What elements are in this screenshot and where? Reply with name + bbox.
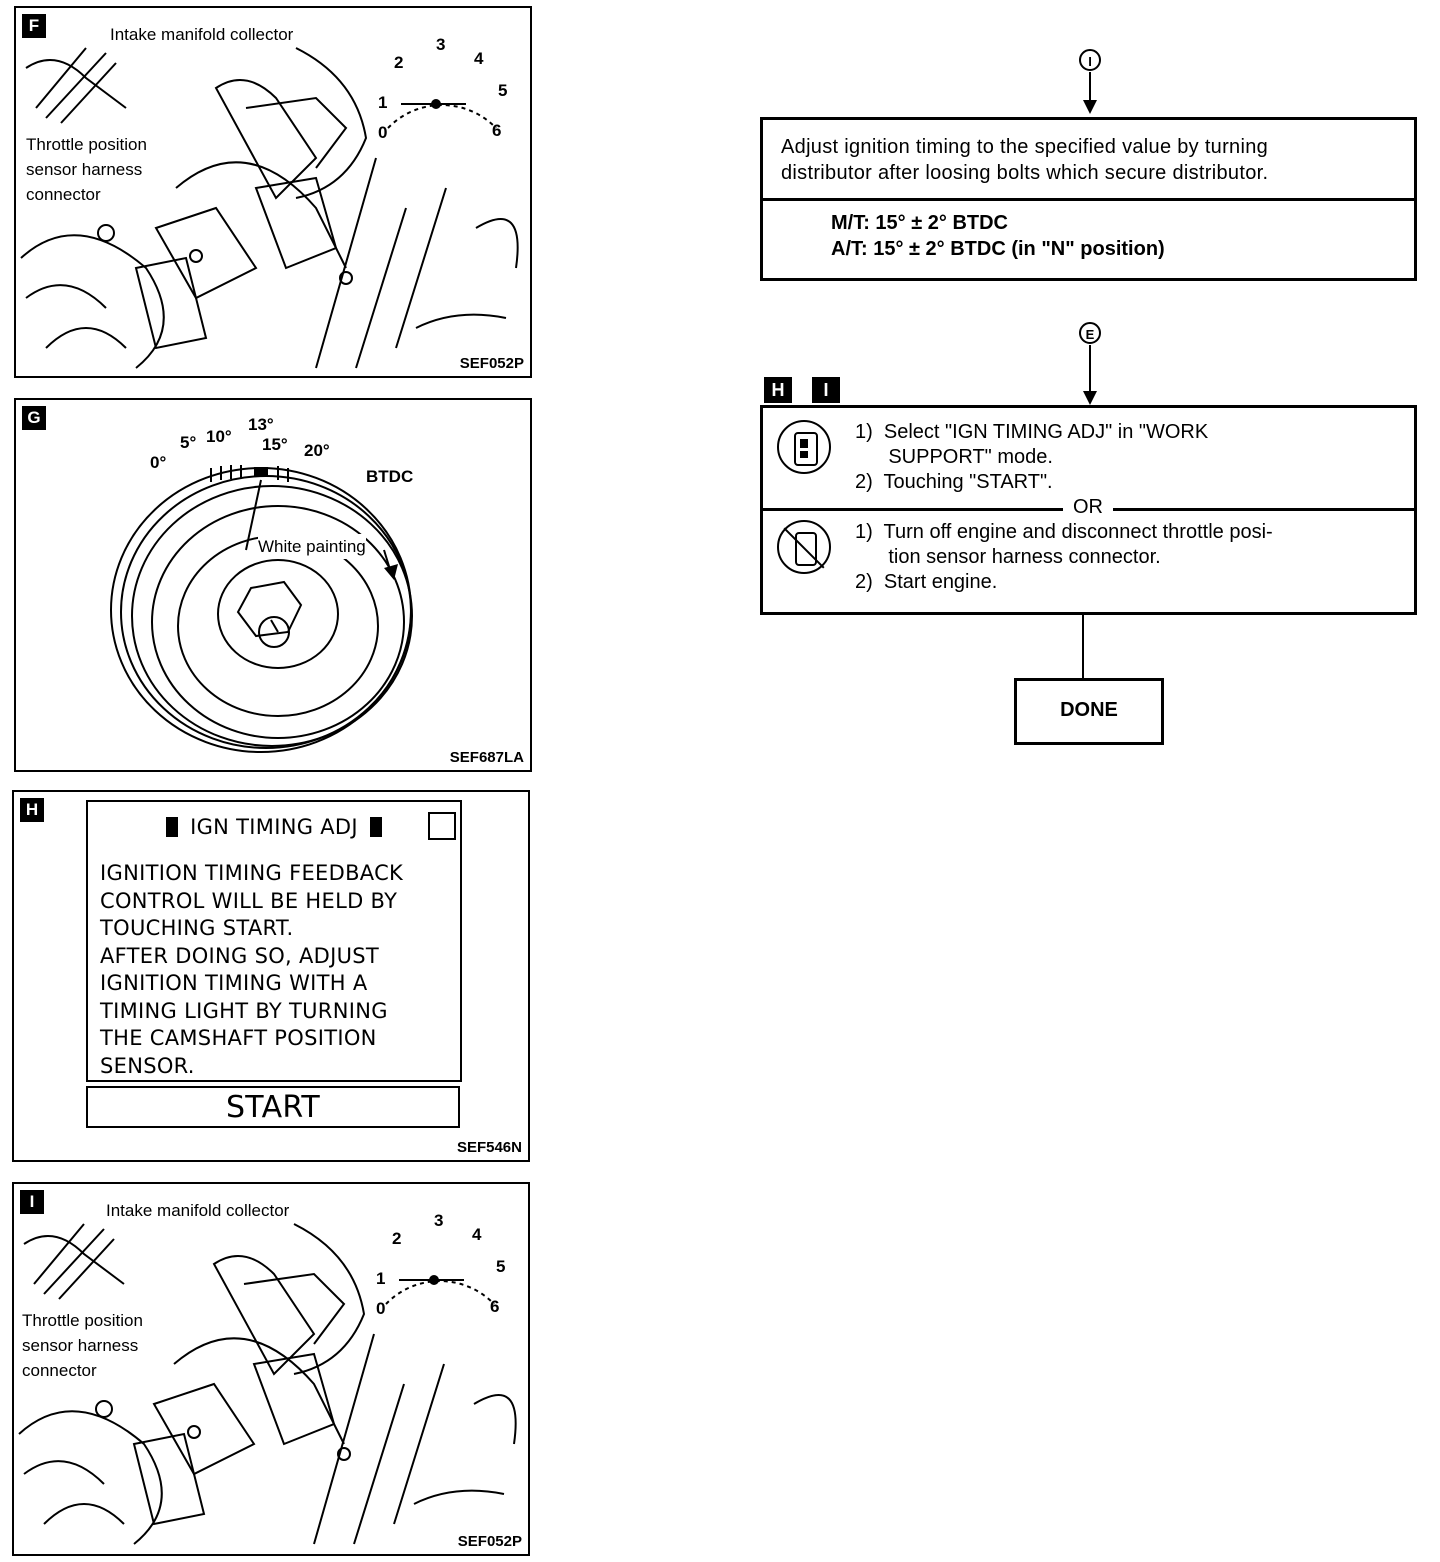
- degree-label: 13°: [248, 415, 274, 434]
- adjust-timing-box: Adjust ignition timing to the specified …: [760, 117, 1417, 281]
- gauge-number: 6: [490, 1297, 500, 1316]
- figure-i-panel: I Intake manifold collector Throttle pos…: [12, 1182, 530, 1556]
- degree-label: 20°: [304, 441, 330, 460]
- spec-mt: M/T: 15° ± 2° BTDC: [831, 212, 1008, 234]
- title-marker-left: [165, 817, 178, 837]
- gauge-number: 5: [496, 1257, 506, 1276]
- degree-label: 15°: [262, 435, 288, 454]
- screen-title-row: IGN TIMING ADJ: [88, 814, 460, 842]
- ref-mark: H: [764, 377, 792, 403]
- figure-g-panel: G 0° 5° 10° 13° 15° 20° BTDC White paint…: [14, 398, 532, 772]
- arrow-down-icon: [1083, 391, 1097, 405]
- figure-f-panel: F Intake manifold collector Throttle pos…: [14, 6, 532, 378]
- start-button[interactable]: START: [86, 1086, 460, 1128]
- gauge-number: 2: [392, 1229, 402, 1248]
- title-marker-right: [370, 817, 383, 837]
- intake-manifold-label: Intake manifold collector: [106, 1198, 290, 1223]
- manual-steps: 1) Turn off engine and disconnect thrott…: [855, 521, 1273, 593]
- gauge-number: 4: [474, 49, 484, 68]
- gauge-number: 0: [376, 1299, 386, 1318]
- gauge-number: 1: [376, 1269, 386, 1288]
- adjust-timing-text: Adjust ignition timing to the specified …: [781, 136, 1269, 184]
- degree-label: 10°: [206, 427, 232, 446]
- no-consult-icon: [777, 520, 831, 574]
- gauge-number: 4: [472, 1225, 482, 1244]
- or-label: OR: [1063, 494, 1113, 520]
- connector-top-mark: I: [1079, 49, 1101, 71]
- consult-screen: IGN TIMING ADJ IGNITION TIMING FEEDBACK …: [86, 800, 462, 1082]
- figure-h-panel: H IGN TIMING ADJ IGNITION TIMING FEEDBAC…: [12, 790, 530, 1162]
- connector-line: [1089, 345, 1091, 391]
- screen-title: IGN TIMING ADJ: [190, 815, 358, 839]
- figure-tag: G: [22, 406, 46, 430]
- connector-line: [1082, 615, 1084, 679]
- engine-illustration: [20, 47, 519, 369]
- gauge-number: 3: [436, 35, 446, 54]
- throttle-sensor-label: Throttle position sensor harness connect…: [22, 1308, 143, 1383]
- degree-label: 0°: [150, 453, 167, 472]
- ref-mark: I: [812, 377, 840, 403]
- spec-at: A/T: 15° ± 2° BTDC (in "N" position): [831, 238, 1165, 260]
- figure-tag: I: [20, 1190, 44, 1214]
- connector-mid-mark: E: [1079, 322, 1101, 344]
- screen-checkbox[interactable]: [428, 812, 456, 840]
- figure-code: SEF052P: [457, 1533, 522, 1550]
- gauge-number: 1: [378, 93, 388, 112]
- consult-icon: [777, 420, 831, 474]
- done-label: DONE: [1060, 699, 1118, 721]
- start-button-label: START: [225, 1090, 321, 1125]
- figure-tag: H: [20, 798, 44, 822]
- intake-manifold-label: Intake manifold collector: [110, 22, 294, 47]
- figure-tag: F: [22, 14, 46, 38]
- screen-body: IGNITION TIMING FEEDBACK CONTROL WILL BE…: [100, 861, 404, 1078]
- procedure-box: 1) Select "IGN TIMING ADJ" in "WORK SUPP…: [760, 405, 1417, 615]
- gauge-number: 0: [378, 123, 388, 142]
- btdc-label: BTDC: [366, 467, 414, 486]
- arrow-down-icon: [1083, 100, 1097, 114]
- engine-illustration: [18, 1223, 517, 1545]
- degree-label: 5°: [180, 433, 197, 452]
- figure-code: SEF687LA: [449, 749, 524, 766]
- box-divider: [763, 198, 1414, 201]
- consult-tool-shape: [794, 432, 818, 466]
- gauge-number: 2: [394, 53, 404, 72]
- throttle-sensor-label: Throttle position sensor harness connect…: [26, 132, 147, 207]
- consult-steps: 1) Select "IGN TIMING ADJ" in "WORK SUPP…: [855, 421, 1209, 493]
- gauge-number: 3: [434, 1211, 444, 1230]
- connector-line: [1089, 72, 1091, 102]
- gauge-number: 6: [492, 121, 502, 140]
- figure-code: SEF052P: [459, 355, 524, 372]
- white-painting-label: White painting: [258, 534, 366, 559]
- gauge-number: 5: [498, 81, 508, 100]
- done-box: DONE: [1014, 678, 1164, 745]
- figure-code: SEF546N: [456, 1139, 522, 1156]
